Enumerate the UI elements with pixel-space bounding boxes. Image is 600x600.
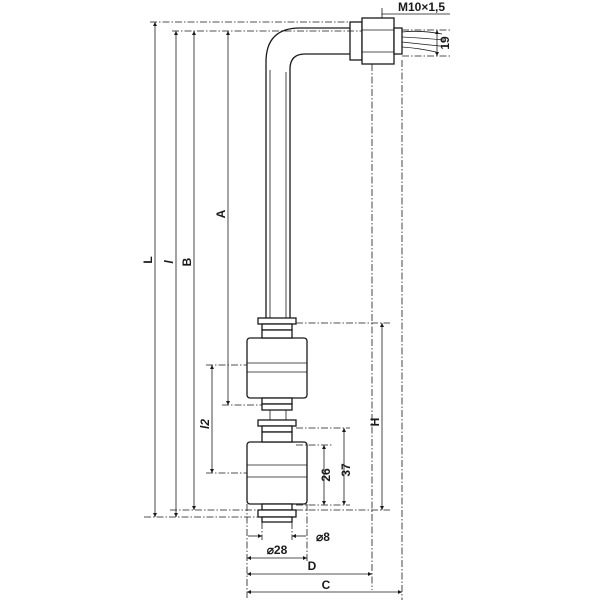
float-lower: [246, 431, 308, 511]
cable-gland: [349, 17, 445, 65]
dim-26-label: 26: [319, 468, 333, 482]
dim-37-label: 37: [339, 463, 353, 477]
dim-L-label: L: [141, 256, 155, 263]
dim-C-label: C: [322, 578, 331, 592]
extension-lines: [144, 8, 450, 600]
dim-dia8-label: ⌀8: [316, 530, 330, 544]
float-upper: [246, 329, 308, 405]
stop-ring-middle: [257, 403, 297, 433]
dim-dia28-label: ⌀28: [267, 543, 288, 557]
dim-D-label: D: [308, 559, 317, 573]
thread-label: M10×1,5: [398, 0, 445, 14]
dim-l-label: l: [162, 260, 176, 264]
dim-B-label: B: [180, 257, 194, 266]
dim-A-label: A: [214, 209, 228, 218]
dim-19-label: 19: [438, 36, 452, 50]
dimension-labels: M10×1,5 19 L l B A l2 H 26 37 ⌀8 ⌀28 D C: [141, 0, 452, 592]
float-switch-body: [246, 17, 445, 523]
stop-ring-upper: [257, 317, 297, 331]
dim-H-label: H: [368, 418, 382, 427]
dim-l2-label: l2: [198, 419, 212, 429]
dimension-lines: [153, 13, 450, 594]
tube-end-cap: [257, 509, 297, 523]
